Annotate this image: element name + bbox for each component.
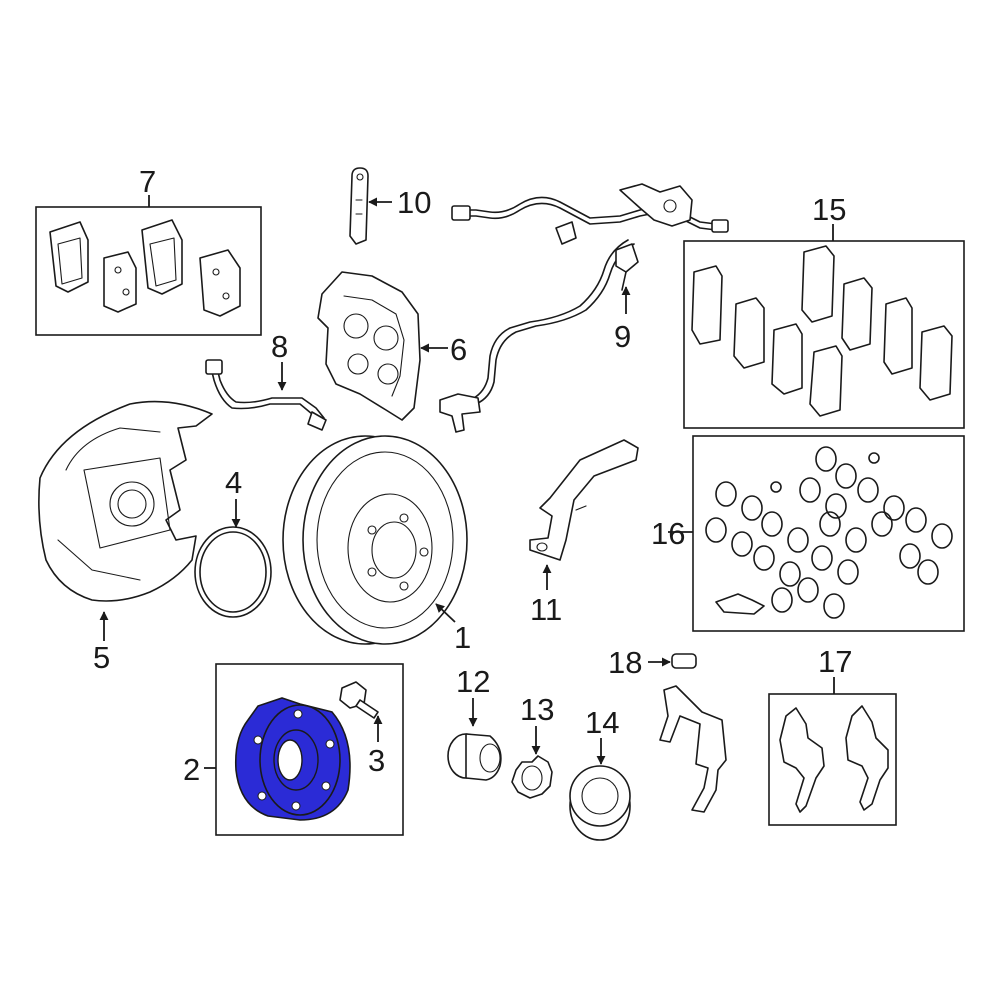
dust-shield[interactable]	[38, 400, 213, 602]
callout-12: 12	[456, 664, 490, 699]
callout-14: 14	[585, 705, 619, 740]
wheel-hub-icon	[234, 697, 351, 821]
abs-tone-ring[interactable]	[511, 755, 553, 799]
o-ring[interactable]	[194, 526, 272, 618]
callout-11: 11	[530, 592, 562, 627]
callout-17: 17	[818, 644, 852, 679]
brake-hose[interactable]	[205, 359, 327, 431]
callout-4: 4	[225, 465, 242, 500]
callout-5: 5	[93, 640, 110, 675]
caliper-mounting-bracket[interactable]	[529, 439, 639, 561]
callout-1: 1	[454, 620, 471, 655]
callout-18: 18	[608, 645, 642, 680]
pad-spring-box[interactable]	[768, 693, 897, 826]
anti-rattle-spring[interactable]	[659, 653, 727, 813]
pad-support-plates-box[interactable]	[683, 240, 965, 429]
callout-2: 2	[183, 752, 200, 787]
hub-nut[interactable]	[447, 733, 502, 781]
callout-15: 15	[812, 192, 846, 227]
grease-cap[interactable]	[569, 765, 631, 841]
callout-3: 3	[368, 743, 385, 778]
brake-pad-set-box[interactable]	[35, 206, 262, 336]
callout-7: 7	[139, 164, 156, 199]
seal-kit-box[interactable]	[692, 435, 965, 632]
abs-sensor-harness[interactable]	[439, 183, 729, 433]
seal-rings-icon	[705, 446, 953, 619]
hub-assembly-box[interactable]	[215, 663, 404, 836]
brake-pad-icon	[49, 219, 241, 317]
brake-rotor[interactable]	[282, 435, 468, 645]
callout-9: 9	[614, 319, 631, 354]
callout-13: 13	[520, 692, 554, 727]
brake-caliper[interactable]	[317, 271, 421, 421]
caliper-bolt-clip[interactable]	[349, 167, 369, 245]
shim-plates-icon	[691, 245, 953, 417]
callout-10: 10	[397, 185, 431, 220]
hub-bolt[interactable]	[339, 681, 379, 719]
callout-6: 6	[450, 332, 467, 367]
callout-8: 8	[271, 329, 288, 364]
callout-16: 16	[651, 516, 685, 551]
pad-springs-icon	[779, 705, 889, 813]
